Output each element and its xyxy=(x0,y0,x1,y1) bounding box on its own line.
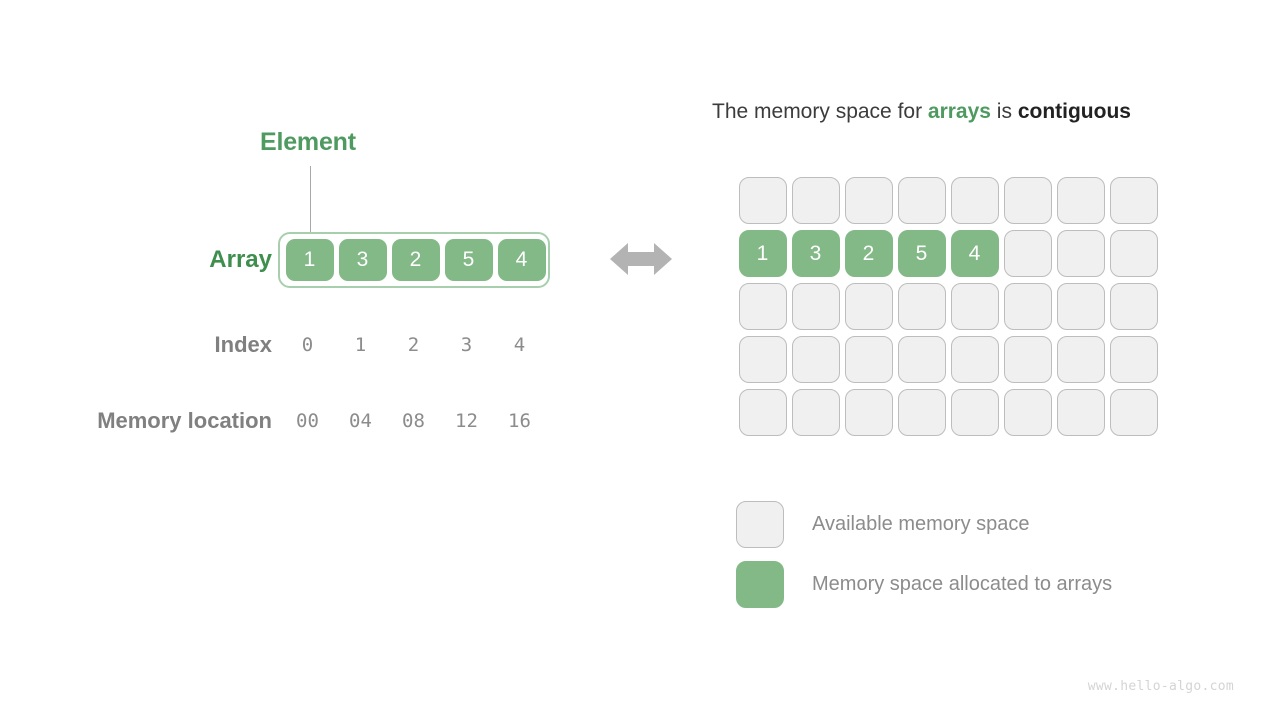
memory-cell-free xyxy=(1109,389,1158,436)
watermark: www.hello-algo.com xyxy=(1087,679,1234,694)
memory-cell-free xyxy=(1056,230,1105,277)
array-cell: 4 xyxy=(497,239,546,281)
memory-cell-free xyxy=(1109,230,1158,277)
memory-cell-free xyxy=(1109,283,1158,330)
double-arrow-icon xyxy=(610,243,672,275)
memory-cell-free xyxy=(1056,283,1105,330)
memory-cell-free xyxy=(897,177,946,224)
memory-cell-free xyxy=(897,389,946,436)
memory-cell-free xyxy=(950,283,999,330)
memory-cell-free xyxy=(1003,177,1052,224)
memory-location-value: 12 xyxy=(455,410,478,432)
index-value: 4 xyxy=(513,334,526,356)
memory-cell-free xyxy=(1109,177,1158,224)
memory-cell-allocated: 4 xyxy=(950,230,999,277)
memory-cell-free xyxy=(1003,336,1052,383)
memory-cell-free xyxy=(1003,389,1052,436)
legend-label: Available memory space xyxy=(812,512,1030,535)
array-cell: 1 xyxy=(285,239,334,281)
memory-location-values-row: 00 04 08 12 16 xyxy=(278,410,550,432)
memory-cell-allocated: 1 xyxy=(738,230,787,277)
memory-cell-free xyxy=(844,283,893,330)
legend-item: Memory space allocated to arrays xyxy=(736,554,1112,614)
memory-location-value: 16 xyxy=(508,410,531,432)
index-value: 1 xyxy=(354,334,367,356)
memory-cell-allocated: 2 xyxy=(844,230,893,277)
array-cell: 3 xyxy=(338,239,387,281)
memory-cell-free xyxy=(791,389,840,436)
memory-cell-free xyxy=(844,177,893,224)
memory-grid-row xyxy=(736,177,1160,230)
memory-cell-free xyxy=(1056,389,1105,436)
memory-cell-free xyxy=(1056,336,1105,383)
memory-location-value: 00 xyxy=(296,410,319,432)
memory-cell-free xyxy=(738,283,787,330)
memory-cell-free xyxy=(791,283,840,330)
memory-cell-free xyxy=(1056,177,1105,224)
index-values-row: 0 1 2 3 4 xyxy=(278,334,550,356)
index-value: 3 xyxy=(460,334,473,356)
memory-location-value: 08 xyxy=(402,410,425,432)
memory-grid-row xyxy=(736,283,1160,336)
memory-title-contiguous-highlight: contiguous xyxy=(1017,100,1131,123)
memory-cell-free xyxy=(791,177,840,224)
row-label-index: Index xyxy=(214,332,272,357)
array-cell: 5 xyxy=(444,239,493,281)
memory-title-middle: is xyxy=(990,100,1018,123)
legend-label: Memory space allocated to arrays xyxy=(812,572,1113,595)
memory-cell-free xyxy=(1109,336,1158,383)
memory-grid-row xyxy=(736,389,1160,442)
index-value: 0 xyxy=(301,334,314,356)
memory-cell-free xyxy=(950,389,999,436)
memory-title-arrays-highlight: arrays xyxy=(927,100,991,123)
memory-cell-free xyxy=(1003,230,1052,277)
row-label-array: Array xyxy=(209,246,272,273)
memory-cell-free xyxy=(791,336,840,383)
memory-cell-free xyxy=(738,177,787,224)
row-label-memory-location: Memory location xyxy=(97,408,272,433)
legend-swatch-allocated xyxy=(736,560,784,608)
element-callout-label: Element xyxy=(260,128,356,156)
legend-item: Available memory space xyxy=(736,494,1112,554)
memory-cell-free xyxy=(844,389,893,436)
memory-cell-free xyxy=(1003,283,1052,330)
memory-cell-free xyxy=(844,336,893,383)
memory-cell-free xyxy=(897,336,946,383)
memory-cell-allocated: 5 xyxy=(897,230,946,277)
array-cell: 2 xyxy=(391,239,440,281)
memory-cell-free xyxy=(738,389,787,436)
index-value: 2 xyxy=(407,334,420,356)
memory-title: The memory space for arrays is contiguou… xyxy=(712,100,1131,124)
memory-cell-free xyxy=(897,283,946,330)
memory-location-value: 04 xyxy=(349,410,372,432)
memory-title-prefix: The memory space for xyxy=(712,100,928,123)
memory-cell-free xyxy=(950,336,999,383)
memory-cell-allocated: 3 xyxy=(791,230,840,277)
memory-cell-free xyxy=(950,177,999,224)
memory-cell-free xyxy=(738,336,787,383)
element-callout-connector-line xyxy=(310,166,311,234)
memory-grid-row xyxy=(736,336,1160,389)
legend-swatch-free xyxy=(736,500,784,548)
